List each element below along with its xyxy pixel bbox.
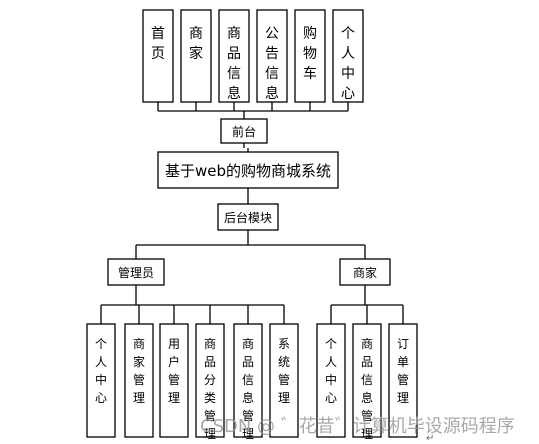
node-box-system — [157, 151, 339, 189]
node-box-announcement — [256, 9, 288, 103]
node-label-personal-center-top: 个人中心 — [341, 26, 355, 102]
node-merchant-top: 商家 — [180, 9, 212, 103]
node-box-merchant-management — [124, 323, 154, 438]
node-box-product-info-top — [218, 9, 250, 103]
node-label-merchant-management: 商家管理 — [133, 336, 145, 405]
node-label-cart: 购物车 — [303, 26, 317, 82]
node-box-merchant-product-info-management — [352, 323, 382, 438]
node-product-info-top: 商品信息 — [218, 9, 250, 103]
node-label-admin-personal-center: 个人中心 — [95, 337, 107, 405]
node-backend: 后台模块 — [217, 203, 279, 231]
node-system: 基于web的购物商城系统 — [157, 151, 339, 189]
node-label-merchant-role: 商家 — [353, 265, 377, 280]
node-box-home — [142, 9, 174, 103]
node-label-user-management: 用户管理 — [168, 337, 180, 405]
node-box-merchant-personal-center — [316, 323, 346, 438]
node-announcement: 公告信息 — [256, 9, 288, 103]
connector-lines — [100, 102, 404, 324]
node-label-product-info-top: 商品信息 — [227, 26, 241, 102]
node-frontend: 前台 — [220, 118, 268, 144]
node-label-home: 首页 — [151, 26, 165, 62]
node-system-management: 系统管理 — [269, 323, 299, 438]
node-label-frontend: 前台 — [232, 124, 256, 139]
node-merchant-role: 商家 — [339, 258, 391, 286]
node-cart: 购物车 — [294, 9, 326, 103]
node-label-merchant-product-info-management: 商品信息管理 — [361, 336, 373, 441]
node-label-admin-product-info-management: 商品信息管理 — [242, 336, 254, 441]
node-label-system: 基于web的购物商城系统 — [165, 162, 331, 180]
node-box-merchant-role — [339, 258, 391, 286]
node-box-admin — [107, 258, 165, 286]
node-box-system-management — [269, 323, 299, 438]
node-label-announcement: 公告信息 — [265, 26, 279, 102]
node-merchant-product-info-management: 商品信息管理 — [352, 323, 382, 441]
node-box-category-management — [195, 323, 225, 438]
node-box-frontend — [220, 118, 268, 144]
node-order-management: 订单管理 — [388, 323, 418, 438]
node-label-system-management: 系统管理 — [278, 337, 290, 405]
node-admin-personal-center: 个人中心 — [86, 323, 116, 438]
node-box-user-management — [159, 323, 189, 438]
node-box-merchant-top — [180, 9, 212, 103]
node-home: 首页 — [142, 9, 174, 103]
node-user-management: 用户管理 — [159, 323, 189, 438]
node-label-admin: 管理员 — [118, 265, 154, 280]
diagram-nodes: 首页商家商品信息公告信息购物车个人中心前台基于web的购物商城系统后台模块管理员… — [86, 9, 418, 441]
node-label-merchant-personal-center: 个人中心 — [325, 337, 337, 405]
node-box-personal-center-top — [332, 9, 364, 103]
node-label-category-management: 商品分类管理 — [204, 336, 216, 441]
node-box-backend — [217, 203, 279, 231]
node-merchant-management: 商家管理 — [124, 323, 154, 438]
node-personal-center-top: 个人中心 — [332, 9, 364, 103]
node-label-merchant-top: 商家 — [189, 26, 203, 62]
node-box-admin-personal-center — [86, 323, 116, 438]
node-merchant-personal-center: 个人中心 — [316, 323, 346, 438]
node-box-cart — [294, 9, 326, 103]
node-category-management: 商品分类管理 — [195, 323, 225, 441]
paragraph-return-mark: ↵ — [426, 433, 434, 444]
watermark-text: CSDN @ ゛花昔゛计算机毕设源码程序 — [200, 416, 515, 437]
node-admin: 管理员 — [107, 258, 165, 286]
node-label-order-management: 订单管理 — [397, 337, 409, 405]
node-admin-product-info-management: 商品信息管理 — [233, 323, 263, 441]
node-box-order-management — [388, 323, 418, 438]
node-box-admin-product-info-management — [233, 323, 263, 438]
node-label-backend: 后台模块 — [224, 210, 272, 225]
